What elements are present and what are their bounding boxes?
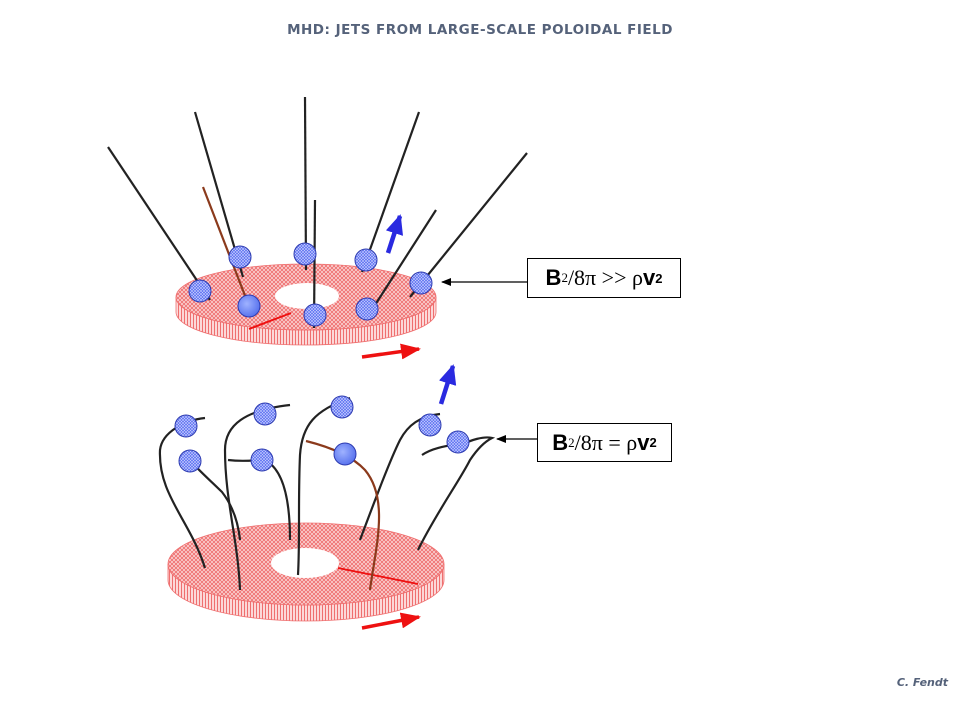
label-v: v [637,429,650,455]
field-line [107,146,211,301]
top-disk-hole [275,283,339,309]
label-b: B [545,265,562,290]
plasma-particle [174,414,198,438]
top-particles [188,242,433,327]
label-v: v [642,265,656,290]
bottom-disk-marker-line [337,567,419,585]
plasma-particle [188,279,212,303]
bottom-rotation-arrow [361,612,421,630]
label-b-exponent: 2 [561,270,568,285]
highlighted-particle [237,294,261,318]
field-line [374,209,437,306]
bottom-particles [174,395,470,473]
bottom-panel [158,364,537,630]
bottom-highlighted-field-line [305,439,381,591]
label-b-exponent: 2 [568,434,575,450]
label-relation: /8π >> ρ [567,265,643,290]
plasma-particle [330,395,354,419]
figure-title: MHD: JETS FROM LARGE-SCALE POLOIDAL FIEL… [287,22,673,38]
bottom-disk-hole [271,548,339,578]
plasma-particle [303,303,327,327]
field-line [417,436,496,551]
field-line [360,111,421,273]
plasma-particle [355,297,379,321]
label-v-exponent: 2 [655,270,663,286]
label-v-exponent: 2 [649,435,657,450]
label-b: B [552,429,569,455]
plasma-particle [178,449,202,473]
top-velocity-arrow [385,214,404,254]
field-line [223,403,291,591]
top-rotation-arrow [361,343,421,360]
field-line [409,152,528,298]
field-line [303,96,308,271]
top-panel [107,96,528,360]
plasma-particle [250,448,274,472]
bottom-velocity-arrow [438,364,457,405]
top-highlighted-field-line [201,186,251,307]
plasma-particle [409,271,433,295]
plasma-particle [228,245,252,269]
field-line [296,396,351,576]
plasma-particle [253,402,277,426]
top-disk-marker-line [248,312,292,330]
plasma-particle [293,242,317,266]
plasma-particle [418,413,442,437]
label-relation: /8π = ρ [574,429,638,455]
author-credit: C. Fendt [896,676,948,689]
plasma-particle [354,248,378,272]
highlighted-particle [333,442,357,466]
plasma-particle [446,430,470,454]
